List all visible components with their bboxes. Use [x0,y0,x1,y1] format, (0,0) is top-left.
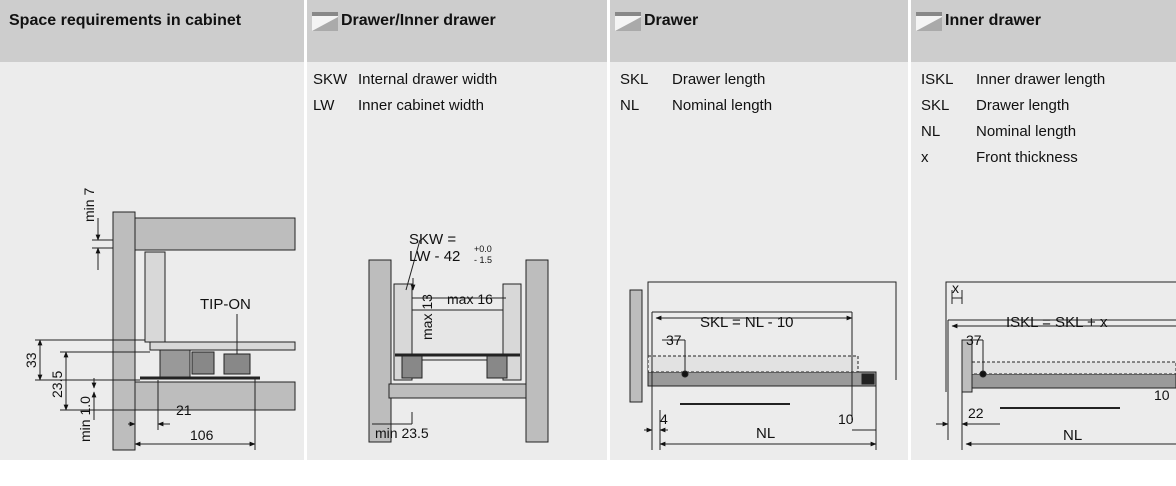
panel-title: Drawer/Inner drawer [341,12,496,29]
legend-text: Inner cabinet width [358,97,484,114]
legend-abbr: LW [313,97,335,114]
panel-title: Drawer [644,12,699,29]
legend-text: Nominal length [672,97,773,114]
legend-abbr: SKW [313,71,348,88]
legend-row: x Front thickness [921,145,1105,171]
dim-4: 4 [660,411,668,427]
legend-row: ISKL Inner drawer length [921,67,1105,93]
legend-abbr: NL [620,97,640,114]
drawer-section-icon [615,12,641,31]
dim-min-1-0: min 1.0 [77,396,93,442]
dim-max13: max 13 [419,294,435,340]
panel-header: Drawer/Inner drawer [307,0,607,62]
drawer-side-drawing [629,281,897,450]
panel-header: Inner drawer [911,0,1176,62]
dim-21: 21 [176,402,192,418]
legend-text: Drawer length [976,97,1070,114]
dim-106: 106 [190,427,214,443]
dim-min7: min 7 [81,188,97,222]
legend-text: Nominal length [976,123,1077,140]
legend-abbr: x [921,149,929,166]
panel-drawer-inner-drawer: Drawer/Inner drawer SKW Internal drawer w… [307,0,607,460]
legend-text: Internal drawer width [358,71,498,88]
legend-abbr: SKL [921,97,950,114]
drawer-section-icon [312,12,338,31]
label-iskl-formula: ISKL = SKL + x [1006,314,1108,331]
drawer-cross-section-drawing [368,239,549,443]
label-nl: NL [1063,427,1082,444]
dim-min23-5: min 23.5 [375,425,429,441]
drawer-cross-section-labels: SKW = LW - 42 +0.0 - 1.5 max 13 max 16 m… [375,231,493,441]
dim-37: 37 [666,332,682,348]
inner-drawer-side-drawing [936,281,1176,450]
dim-10: 10 [1154,387,1170,403]
dim-37: 37 [966,332,982,348]
label-tolerance-plus: +0.0 [474,244,492,254]
space-requirements-drawing [35,211,296,451]
label-skw: SKW = [409,231,456,248]
dim-22: 22 [968,405,984,421]
legend-row: SKW Internal drawer width [313,67,497,93]
dim-max16: max 16 [447,291,493,307]
legend-abbr: SKL [620,71,649,88]
drawer-side-labels: SKL = NL - 10 37 4 NL 10 [660,314,854,442]
legend-text: Drawer length [672,71,766,88]
legend-row: LW Inner cabinet width [313,93,497,119]
legend: ISKL Inner drawer length SKL Drawer length… [921,67,1105,171]
dim-33: 33 [23,352,39,368]
legend-row: NL Nominal length [620,93,772,119]
panel-title: Space requirements in cabinet [9,12,242,29]
legend-row: NL Nominal length [921,119,1105,145]
label-tolerance-minus: - 1.5 [474,255,492,265]
space-requirements-labels: min 7 TIP-ON 33 23.5 min 1.0 21 106 [23,188,251,443]
legend: SKL Drawer length NL Nominal length [620,67,772,119]
dim-x: x [952,280,959,296]
panel-header: Drawer [610,0,908,62]
legend-row: SKL Drawer length [921,93,1105,119]
dim-23-5: 23.5 [49,371,65,398]
drawer-section-icon [916,12,942,31]
inner-drawer-side-labels: x ISKL = SKL + x 37 22 NL 10 [952,280,1170,444]
legend-row: SKL Drawer length [620,67,772,93]
label-nl: NL [756,425,775,442]
legend-abbr: ISKL [921,71,954,88]
panel-header: Space requirements in cabinet [0,0,304,62]
legend: SKW Internal drawer width LW Inner cabinet… [313,67,497,119]
label-tip-on: TIP-ON [200,296,251,313]
legend-text: Front thickness [976,149,1078,166]
legend-abbr: NL [921,123,941,140]
label-skl-formula: SKL = NL - 10 [700,314,794,331]
panel-title: Inner drawer [945,12,1042,29]
dim-10: 10 [838,411,854,427]
legend-text: Inner drawer length [976,71,1106,88]
label-skw-formula: LW - 42 [409,248,460,265]
